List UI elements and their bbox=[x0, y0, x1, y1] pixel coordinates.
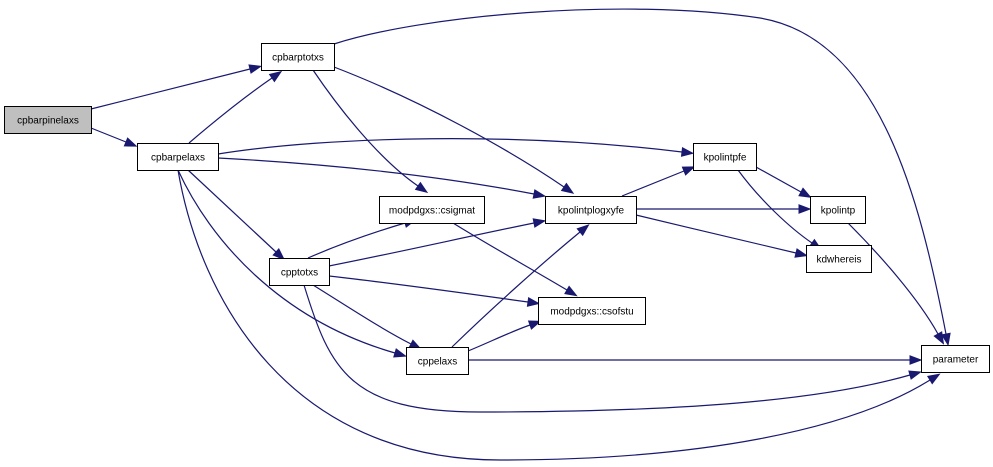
arrowhead-icon bbox=[680, 147, 695, 157]
node-cpbarpinelaxs[interactable]: cpbarpinelaxs bbox=[4, 106, 92, 134]
node-label: kdwhereis bbox=[816, 255, 861, 266]
arrowhead-icon bbox=[123, 137, 138, 147]
edge-cppelaxs-to-modpdgxs-csofstu bbox=[467, 320, 542, 352]
node-label: cpbarptotxs bbox=[272, 53, 324, 64]
edge-modpdgxs-csigmat-to-modpdgxs-csofstu bbox=[452, 222, 578, 297]
node-label: modpdgxs::csofstu bbox=[550, 307, 633, 318]
node-cppelaxs[interactable]: cppelaxs bbox=[406, 347, 469, 375]
node-cpptotxs[interactable]: cpptotxs bbox=[269, 258, 330, 286]
node-modpdgxs-csofstu[interactable]: modpdgxs::csofstu bbox=[538, 297, 646, 325]
arrowhead-icon bbox=[526, 297, 541, 307]
node-box bbox=[538, 297, 646, 325]
arrowhead-icon bbox=[798, 204, 812, 214]
node-kdwhereis[interactable]: kdwhereis bbox=[806, 245, 872, 273]
edge-cpptotxs-to-modpdgxs-csofstu bbox=[328, 275, 541, 307]
edge-cpbarpinelaxs-to-cpbarpelaxs bbox=[90, 127, 138, 147]
node-parameter[interactable]: parameter bbox=[921, 345, 990, 373]
arrowhead-icon bbox=[532, 189, 547, 199]
graph-edges bbox=[90, 8, 951, 461]
node-box bbox=[261, 43, 335, 71]
arrowhead-icon bbox=[248, 64, 263, 74]
node-kpolintpfe[interactable]: kpolintpfe bbox=[693, 143, 757, 171]
edge-cpbarpelaxs-to-cpbarptotxs bbox=[188, 70, 283, 144]
arrowhead-icon bbox=[576, 224, 590, 237]
node-modpdgxs-csigmat[interactable]: modpdgxs::csigmat bbox=[379, 196, 485, 224]
edge-kpolintplogxyfe-to-kpolintp bbox=[636, 204, 812, 214]
edge-cpbarpelaxs-to-kpolintplogxyfe bbox=[217, 157, 547, 199]
graph-nodes: cpbarpinelaxs cpbarptotxs cpbarpelaxs kpoli… bbox=[4, 43, 990, 375]
arrowhead-icon bbox=[681, 166, 696, 176]
arrowhead-icon bbox=[798, 187, 812, 198]
edge-cpptotxs-to-kpolintplogxyfe bbox=[328, 218, 547, 267]
node-label: modpdgxs::csigmat bbox=[389, 206, 475, 217]
node-box bbox=[810, 196, 866, 224]
edge-cpbarpinelaxs-to-cpbarptotxs bbox=[90, 64, 263, 110]
node-cpbarpelaxs[interactable]: cpbarpelaxs bbox=[137, 143, 219, 171]
edge-cppelaxs-to-kpolintplogxyfe bbox=[451, 224, 590, 348]
node-label: cpbarpelaxs bbox=[151, 153, 205, 164]
edge-kpolintplogxyfe-to-kdwhereis bbox=[635, 214, 809, 258]
edge-cpbarptotxs-to-kpolintplogxyfe bbox=[333, 66, 575, 194]
edge-cpptotxs-to-parameter bbox=[303, 284, 922, 413]
arrowhead-icon bbox=[272, 248, 286, 261]
node-label: parameter bbox=[933, 355, 979, 366]
arrowhead-icon bbox=[527, 320, 542, 330]
arrowhead-icon bbox=[532, 218, 547, 228]
edge-cpbarpelaxs-to-parameter bbox=[177, 169, 941, 461]
node-box bbox=[379, 196, 485, 224]
edge-cpptotxs-to-cppelaxs bbox=[312, 284, 423, 350]
edge-cppelaxs-to-parameter bbox=[468, 355, 923, 365]
arrowhead-icon bbox=[560, 182, 575, 194]
arrowhead-icon bbox=[933, 331, 945, 345]
node-label: kpolintpfe bbox=[704, 153, 747, 164]
node-label: kpolintplogxyfe bbox=[558, 206, 625, 217]
arrowhead-icon bbox=[414, 181, 429, 194]
node-label: cppelaxs bbox=[418, 357, 457, 368]
node-kpolintplogxyfe[interactable]: kpolintplogxyfe bbox=[545, 196, 637, 224]
node-box bbox=[137, 143, 219, 171]
node-label: kpolintp bbox=[821, 206, 856, 217]
edge-kpolintp-to-parameter bbox=[847, 222, 945, 345]
edge-kpolintpfe-to-kpolintp bbox=[755, 166, 812, 198]
edge-cpbarpelaxs-to-cpptotxs bbox=[187, 169, 286, 261]
arrowhead-icon bbox=[393, 348, 407, 358]
node-label: cpbarpinelaxs bbox=[17, 116, 79, 127]
edge-cpbarptotxs-to-modpdgxs-csigmat bbox=[312, 69, 429, 194]
arrowhead-icon bbox=[941, 332, 951, 347]
node-label: cpptotxs bbox=[281, 268, 318, 279]
node-box bbox=[269, 258, 330, 286]
arrowhead-icon bbox=[268, 70, 283, 83]
edge-cpptotxs-to-modpdgxs-csigmat bbox=[307, 218, 417, 259]
arrowhead-icon bbox=[926, 373, 941, 385]
arrowhead-icon bbox=[909, 355, 923, 365]
node-kpolintp[interactable]: kpolintp bbox=[810, 196, 866, 224]
edge-cpbarpelaxs-to-kpolintpfe bbox=[217, 138, 695, 157]
arrowhead-icon bbox=[564, 285, 578, 297]
node-box bbox=[806, 245, 872, 273]
edge-cpbarptotxs-to-parameter bbox=[333, 8, 951, 347]
arrowhead-icon bbox=[908, 370, 922, 380]
node-cpbarptotxs[interactable]: cpbarptotxs bbox=[261, 43, 335, 71]
node-box bbox=[921, 345, 990, 373]
node-box bbox=[545, 196, 637, 224]
edge-kpolintplogxyfe-to-kpolintpfe bbox=[621, 166, 696, 197]
node-box bbox=[406, 347, 469, 375]
edge-cpbarpelaxs-to-cppelaxs bbox=[177, 169, 407, 358]
arrowhead-icon bbox=[794, 248, 809, 258]
node-box bbox=[4, 106, 92, 134]
node-box bbox=[693, 143, 757, 171]
